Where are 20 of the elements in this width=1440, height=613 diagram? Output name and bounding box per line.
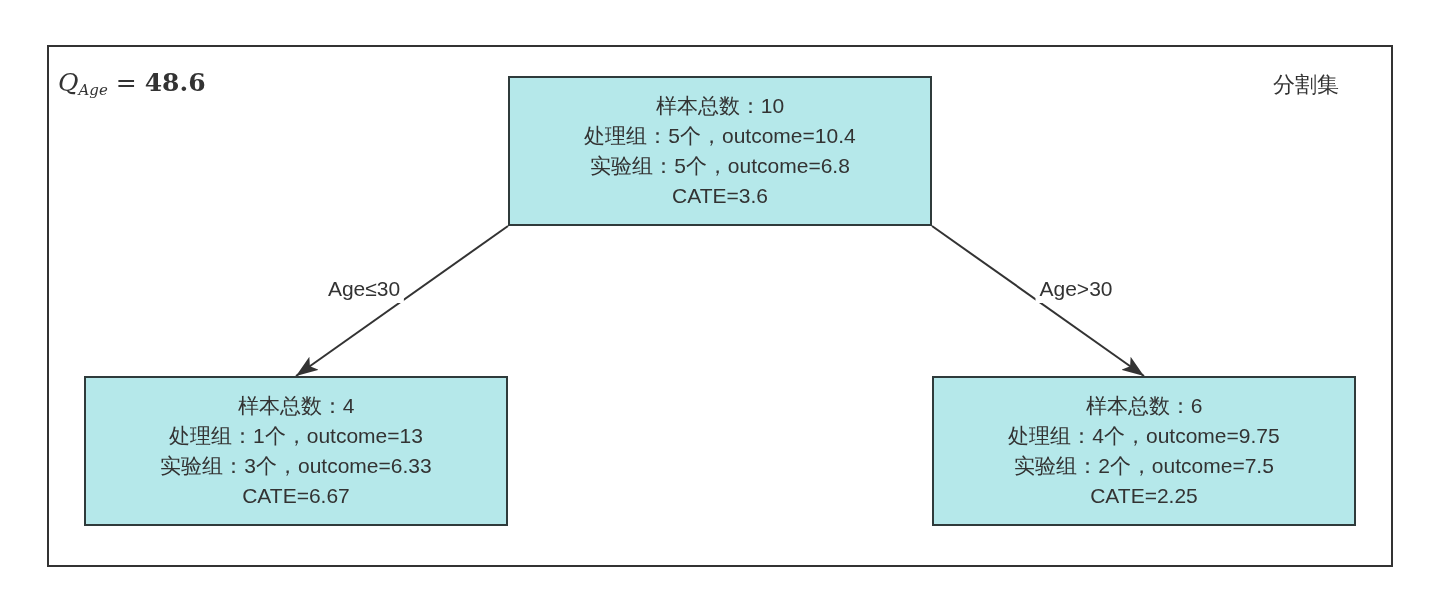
tree-node-box [508, 76, 932, 226]
node-text: CATE=2.25 [1090, 483, 1198, 509]
node-text: CATE=6.67 [242, 483, 350, 509]
formula-label: Q$_{Age}$ = 48.6 [58, 67, 206, 100]
arrow [295, 225, 509, 377]
node-text: 实验组：2个，outcome=7.5 [1014, 453, 1274, 479]
tree-node-box [932, 376, 1356, 526]
node-text: 实验组：5个，outcome=6.8 [590, 153, 850, 179]
tree-node-box [84, 376, 508, 526]
node-text: 处理组：5个，outcome=10.4 [584, 123, 856, 149]
arrow [931, 225, 1145, 377]
node-text: 处理组：4个，outcome=9.75 [1008, 423, 1280, 449]
group-frame [47, 45, 1393, 567]
node-text: 样本总数：6 [1085, 393, 1203, 419]
node-text: 实验组：3个，outcome=6.33 [160, 453, 432, 479]
node-text: 样本总数：4 [237, 393, 355, 419]
node-text: 样本总数：10 [655, 93, 785, 119]
node-text: 处理组：1个，outcome=13 [169, 423, 423, 449]
frame-title: 分割集 [1273, 71, 1339, 99]
node-text: CATE=3.6 [672, 183, 768, 209]
